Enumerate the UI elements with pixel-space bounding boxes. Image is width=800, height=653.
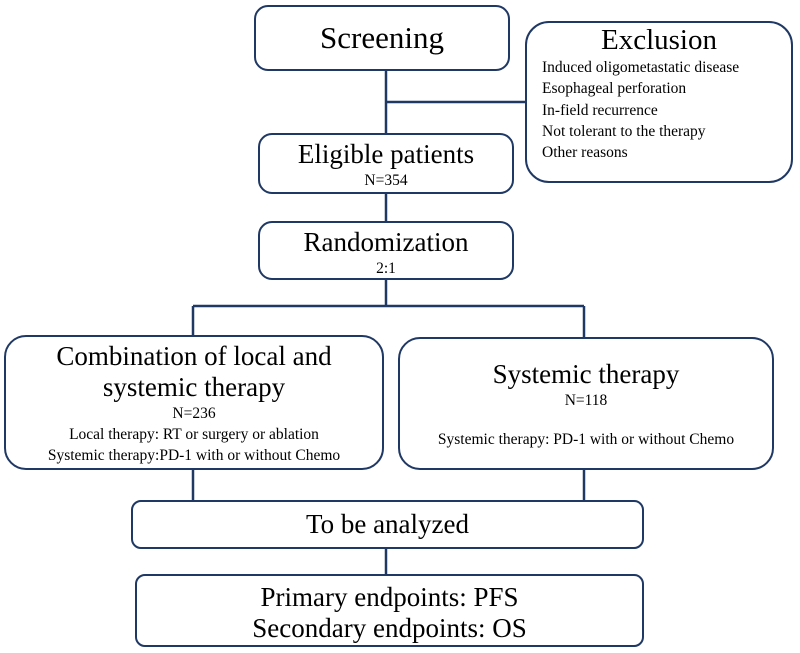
randomization-box: Randomization 2:1 bbox=[258, 221, 514, 280]
combination-title-line2: systemic therapy bbox=[102, 372, 286, 402]
exclusion-title: Exclusion bbox=[601, 24, 717, 56]
combination-count: N=236 bbox=[172, 405, 216, 422]
eligible-count: N=354 bbox=[364, 172, 408, 189]
systemic-arm-box: Systemic therapy N=118 Systemic therapy:… bbox=[398, 337, 774, 470]
exclusion-item: Other reasons bbox=[542, 144, 628, 162]
exclusion-item: Esophageal perforation bbox=[542, 80, 687, 98]
analysis-title: To be analyzed bbox=[305, 509, 470, 539]
exclusion-item: In-field recurrence bbox=[542, 101, 658, 119]
systemic-title: Systemic therapy bbox=[492, 359, 680, 389]
screening-box: Screening bbox=[254, 5, 510, 71]
exclusion-item: Induced oligometastatic disease bbox=[542, 59, 740, 76]
analysis-box: To be analyzed bbox=[131, 500, 644, 549]
randomization-title: Randomization bbox=[303, 227, 469, 257]
randomization-ratio: 2:1 bbox=[376, 260, 396, 277]
eligible-title: Eligible patients bbox=[297, 139, 475, 169]
combination-arm-box: Combination of local and systemic therap… bbox=[4, 335, 384, 470]
primary-endpoint: Primary endpoints: PFS bbox=[260, 582, 519, 612]
combination-title-line1: Combination of local and bbox=[56, 341, 332, 371]
combination-local-therapy: Local therapy: RT or surgery or ablation bbox=[69, 426, 319, 443]
combination-systemic-therapy: Systemic therapy:PD-1 with or without Ch… bbox=[47, 447, 341, 464]
systemic-count: N=118 bbox=[564, 392, 608, 409]
secondary-endpoint: Secondary endpoints: OS bbox=[252, 613, 527, 643]
exclusion-item: Not tolerant to the therapy bbox=[542, 122, 706, 140]
endpoints-box: Primary endpoints: PFS Secondary endpoin… bbox=[135, 574, 644, 647]
eligible-patients-box: Eligible patients N=354 bbox=[258, 133, 514, 194]
systemic-detail: Systemic therapy: PD-1 with or without C… bbox=[437, 431, 735, 448]
screening-title: Screening bbox=[320, 20, 444, 55]
exclusion-box: Exclusion Induced oligometastatic diseas… bbox=[525, 21, 793, 183]
exclusion-list: Induced oligometastatic disease Esophage… bbox=[527, 57, 791, 163]
